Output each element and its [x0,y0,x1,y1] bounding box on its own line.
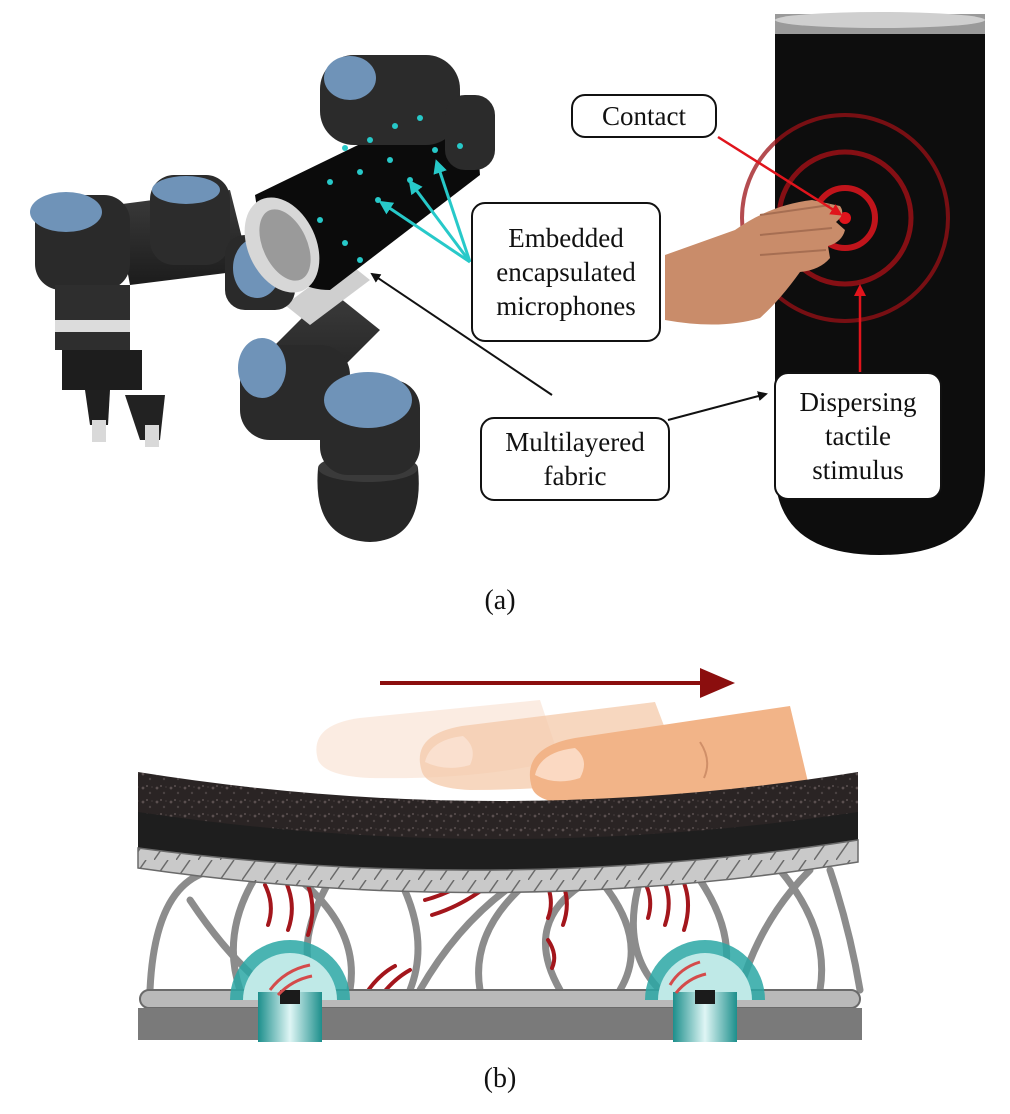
stimulus-label-line-2: tactile [825,421,891,451]
microphones-label-line-1: Embedded [508,223,624,253]
fabric-label-line-1: Multilayered [505,427,645,457]
stimulus-label-line-1: Dispersing [799,387,917,417]
microphones-label-line-3: microphones [496,291,636,321]
contact-label-text: Contact [602,101,686,131]
caption-a: (a) [484,585,516,616]
cross-section [137,668,864,1042]
contact-label: Contact [571,94,717,138]
microphones-label: Embedded encapsulated microphones [471,202,661,342]
fabric-label-line-2: fabric [543,461,607,491]
robot-arm [30,55,495,542]
microphone-capsule-right [645,940,765,1042]
fabric-sleeve-arm [244,110,480,293]
substrate [138,1008,862,1040]
fabric-arrow-robot [370,272,553,396]
finger-trail [316,700,808,804]
caption-b: (b) [483,1063,517,1094]
fabric-label: Multilayered fabric [480,417,670,501]
stimulus-label: Dispersing tactile stimulus [774,372,942,500]
fabric-arrow-sleeve [667,391,768,421]
microphone-capsule-left [230,940,350,1042]
hand [665,200,845,325]
stimulus-label-line-3: stimulus [812,455,904,485]
contact-arrow [717,135,843,216]
microphone-dots [317,115,463,263]
fabric-layers [137,772,859,894]
microphones-label-line-2: encapsulated [496,257,636,287]
